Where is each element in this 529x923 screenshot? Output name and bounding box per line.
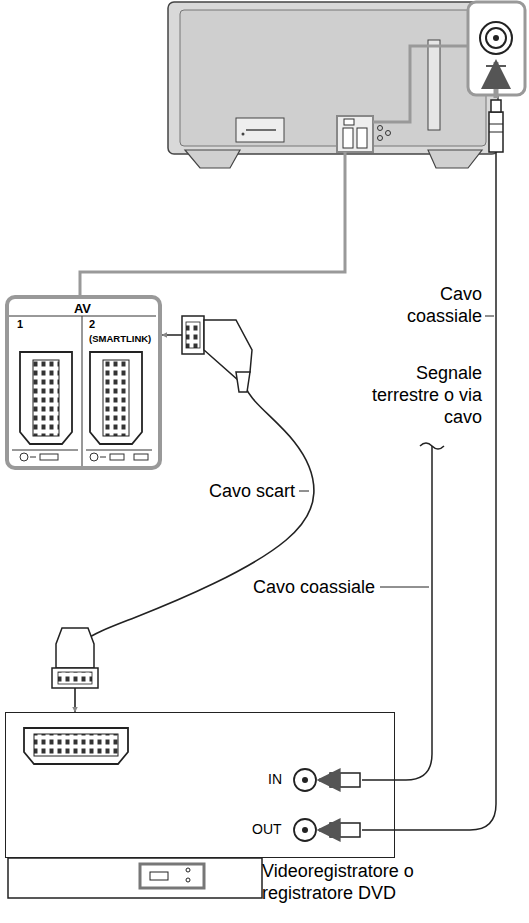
vcr-body	[8, 858, 262, 898]
scart-cable	[75, 335, 314, 712]
port-icon	[86, 450, 152, 451]
tv-set	[168, 2, 498, 154]
coax-plug	[489, 124, 503, 125]
cable-label: Cavo scart	[200, 480, 295, 502]
vcr-body	[8, 728, 262, 898]
tv-set	[428, 150, 482, 168]
tv-set	[242, 133, 245, 136]
tv-set	[168, 2, 498, 168]
tv-set	[357, 128, 367, 148]
tv-set	[428, 40, 440, 130]
antenna-socket-zoom	[480, 22, 512, 54]
scart-socket	[103, 360, 129, 436]
port-icon	[12, 450, 78, 451]
scart-plug	[204, 320, 252, 380]
coaxial-cable	[362, 150, 496, 830]
coax-plug	[319, 62, 503, 837]
port-icon	[20, 453, 28, 461]
port-icon	[90, 453, 98, 461]
av-panel: AV1 2 (SMARTLINK)	[5, 295, 162, 470]
coaxial-cable	[362, 446, 432, 780]
leader-line	[299, 491, 309, 492]
scart-plug	[52, 316, 252, 688]
coax-plug	[340, 823, 341, 837]
vcr-rear-panel: INOUTVideoregistratore o registratore DV…	[5, 712, 395, 858]
socket-label: IN	[268, 771, 282, 788]
zoom-leader	[80, 152, 345, 295]
coax-plug	[489, 112, 503, 152]
tv-set	[343, 128, 353, 148]
port-icon	[30, 457, 36, 458]
tv-set	[337, 116, 373, 152]
tv-set	[185, 150, 240, 168]
port-icon	[12, 450, 152, 461]
tv-set	[344, 119, 354, 125]
tv-set	[378, 136, 383, 141]
rf-socket	[302, 827, 308, 833]
leader-line	[380, 587, 429, 588]
leader-line	[485, 316, 494, 317]
cable-label: Cavo coassiale	[250, 576, 375, 598]
scart-socket	[82, 316, 83, 466]
scart-plug	[186, 322, 200, 348]
rf-socket	[294, 769, 316, 791]
coaxial-cable	[420, 443, 444, 449]
coax-plug	[330, 773, 360, 787]
vcr-body	[150, 872, 168, 880]
scart-plug	[182, 316, 204, 354]
tv-set	[246, 129, 276, 131]
zoom-leader	[373, 46, 468, 122]
tv-set	[236, 118, 284, 142]
signal-label: Segnale terrestre o via cavo	[345, 362, 482, 428]
tv-set	[180, 10, 486, 146]
zoom-leader	[80, 46, 468, 295]
tv-set	[378, 126, 383, 131]
vcr-body	[34, 734, 118, 756]
scart-socket	[90, 352, 142, 444]
coaxial-cable	[362, 150, 496, 830]
port-icon	[110, 454, 124, 460]
tv-set	[386, 131, 391, 136]
port-name: (SMARTLINK)	[89, 333, 151, 344]
coax-plug	[330, 823, 360, 837]
coax-plug	[491, 100, 501, 112]
scart-socket	[9, 316, 156, 466]
coax-plug	[489, 132, 503, 133]
cable-label: Cavo coassiale	[388, 283, 482, 327]
rf-socket	[294, 819, 316, 841]
socket-label: OUT	[252, 821, 282, 838]
vcr-body	[140, 864, 204, 888]
rf-socket	[294, 769, 316, 841]
port-number: 1	[17, 318, 23, 331]
port-icon	[100, 457, 106, 458]
vcr-body	[186, 868, 190, 872]
coax-plug	[319, 828, 330, 832]
coax-plug	[494, 62, 499, 98]
vcr-body	[24, 728, 128, 764]
leader-line	[299, 316, 494, 587]
panel-title: AV	[9, 301, 156, 317]
antenna-socket-zoom	[493, 35, 499, 41]
rf-socket	[302, 777, 308, 783]
scart-plug	[52, 668, 98, 688]
scart-socket	[20, 352, 72, 444]
port-number: 2	[89, 318, 95, 331]
scart-plug	[56, 628, 94, 668]
antenna-socket-zoom	[486, 28, 506, 48]
scart-plug	[236, 372, 250, 392]
vcr-body	[186, 878, 190, 882]
scart-plug	[58, 672, 92, 684]
coax-plug	[340, 773, 341, 787]
port-icon	[134, 454, 148, 460]
port-icon	[40, 454, 58, 460]
device-name: Videoregistratore o registratore DVD	[262, 861, 502, 904]
scart-socket	[33, 360, 59, 436]
coax-plug	[319, 778, 330, 782]
